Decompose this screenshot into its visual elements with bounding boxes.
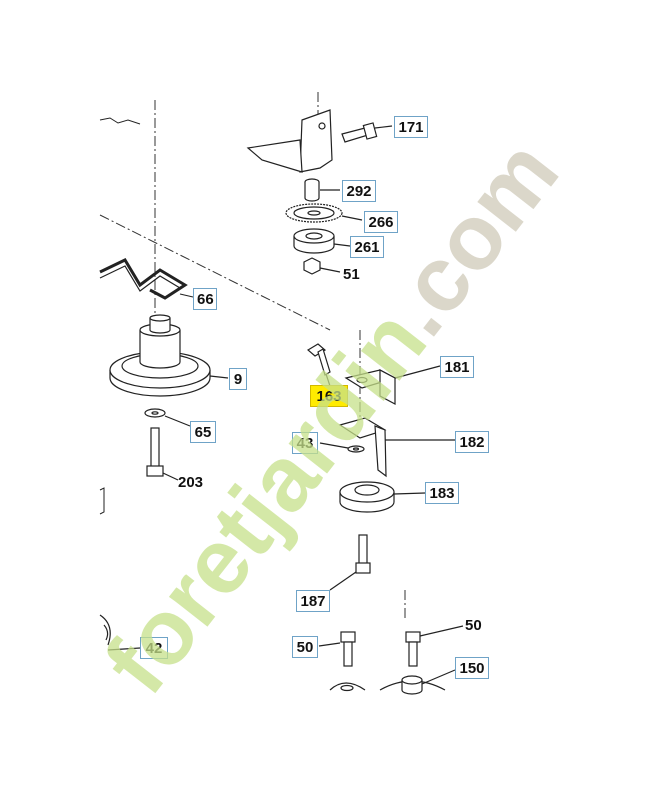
part-65-washer bbox=[144, 408, 191, 427]
part-163-bolt bbox=[306, 343, 331, 387]
part-171-bolt bbox=[341, 122, 393, 143]
callout-50-left: 50 bbox=[292, 636, 318, 658]
callout-292: 292 bbox=[342, 180, 376, 202]
callout-181: 181 bbox=[440, 356, 474, 378]
callout-43: 43 bbox=[292, 432, 318, 454]
callout-66: 66 bbox=[193, 288, 217, 310]
part-261-pulley bbox=[293, 228, 351, 254]
part-182-bracket bbox=[338, 417, 455, 478]
part-171-bracket bbox=[246, 109, 333, 173]
part-183-pulley bbox=[339, 481, 426, 513]
part-50-bolt-right bbox=[405, 625, 464, 667]
part-150-housing bbox=[329, 669, 456, 695]
callout-182: 182 bbox=[455, 431, 489, 453]
callout-42: 42 bbox=[140, 637, 168, 659]
part-51-nut bbox=[303, 257, 341, 275]
label-50-right: 50 bbox=[465, 617, 482, 634]
part-266-pulley bbox=[285, 203, 363, 223]
part-9-pulley bbox=[109, 314, 229, 397]
part-43-washer bbox=[319, 442, 365, 453]
part-187-bolt bbox=[329, 534, 371, 591]
part-292-spacer bbox=[304, 178, 340, 202]
callout-187: 187 bbox=[296, 590, 330, 612]
callout-266: 266 bbox=[364, 211, 398, 233]
axis-line-diagonal bbox=[99, 214, 331, 331]
part-50-bolt-left bbox=[318, 631, 356, 667]
label-203: 203 bbox=[178, 474, 204, 491]
part-203-bolt bbox=[146, 427, 179, 481]
part-181-bracket bbox=[344, 365, 441, 405]
part-66-belt bbox=[99, 258, 194, 300]
callout-171: 171 bbox=[394, 116, 428, 138]
callout-183: 183 bbox=[425, 482, 459, 504]
callout-150: 150 bbox=[455, 657, 489, 679]
callout-261: 261 bbox=[350, 236, 384, 258]
callout-65: 65 bbox=[190, 421, 216, 443]
callout-9: 9 bbox=[229, 368, 247, 390]
label-51: 51 bbox=[343, 266, 360, 283]
left-edge-fragments bbox=[99, 117, 141, 515]
part-42-housing bbox=[99, 614, 141, 651]
callout-163-highlighted: 163 bbox=[310, 385, 348, 407]
